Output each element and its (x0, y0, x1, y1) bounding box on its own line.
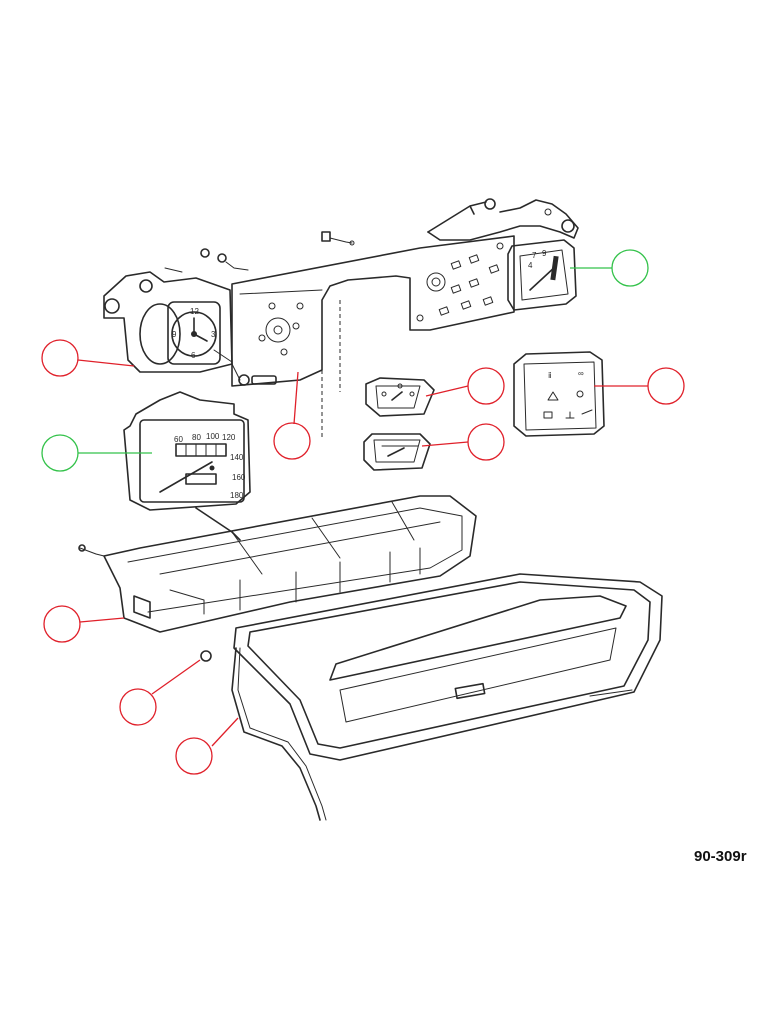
callout-temp-gauge[interactable] (611, 249, 649, 287)
svg-text:9: 9 (542, 249, 547, 258)
speedo-label-80: 80 (192, 433, 201, 442)
callout-leaders (77, 267, 648, 747)
callout-speedometer[interactable] (41, 434, 79, 472)
speedo-label-180: 180 (230, 491, 244, 500)
leader-bezel (211, 717, 239, 747)
panel-backplate (231, 235, 515, 440)
callout-bezel[interactable] (175, 737, 213, 775)
diagram-reference-code: 90-309r (694, 848, 747, 865)
speedo-label-60: 60 (174, 435, 183, 444)
leader-cluster-housing (79, 617, 125, 623)
indicator-light-panel: ⅱ ∞ (513, 351, 605, 437)
speedo-label-160: 160 (232, 473, 246, 482)
screws-top (164, 231, 355, 273)
svg-text:ⅱ: ⅱ (548, 371, 552, 380)
speedo-label-100: 100 (206, 432, 220, 441)
speedo-label-140: 140 (230, 453, 244, 462)
svg-text:7: 7 (532, 251, 537, 260)
leader-clock (77, 359, 135, 367)
speedometer-unit: 60 80 100 120 140 160 180 (123, 391, 251, 541)
callout-clip[interactable] (119, 688, 157, 726)
callout-markers (41, 249, 685, 775)
leader-fuel-gauge (421, 441, 469, 447)
clock-number-12: 12 (190, 307, 199, 316)
callout-panel-back[interactable] (273, 422, 311, 460)
clock-number-3: 3 (211, 330, 216, 339)
speedo-label-120: 120 (222, 433, 236, 442)
callout-indicator-panel[interactable] (647, 367, 685, 405)
cluster-bezel (231, 573, 663, 821)
clock-number-9: 9 (172, 330, 177, 339)
mounting-bracket (427, 198, 579, 241)
svg-text:∞: ∞ (578, 369, 584, 378)
callout-cluster-housing[interactable] (43, 605, 81, 643)
leader-clip (151, 659, 201, 695)
leader-panel-back (293, 371, 299, 425)
callout-warning-gauge[interactable] (467, 367, 505, 405)
small-gauge-warning (365, 377, 435, 417)
callout-clock[interactable] (41, 339, 79, 377)
callout-fuel-gauge[interactable] (467, 423, 505, 461)
clock-number-6: 6 (191, 351, 196, 360)
cluster-housing (78, 495, 477, 662)
small-gauge-fuel (363, 433, 431, 471)
svg-text:4: 4 (528, 261, 533, 270)
temperature-gauge: 4 7 9 (507, 239, 577, 311)
leader-warning-gauge (425, 385, 469, 397)
clock-unit: 12 3 6 9 (103, 271, 277, 386)
